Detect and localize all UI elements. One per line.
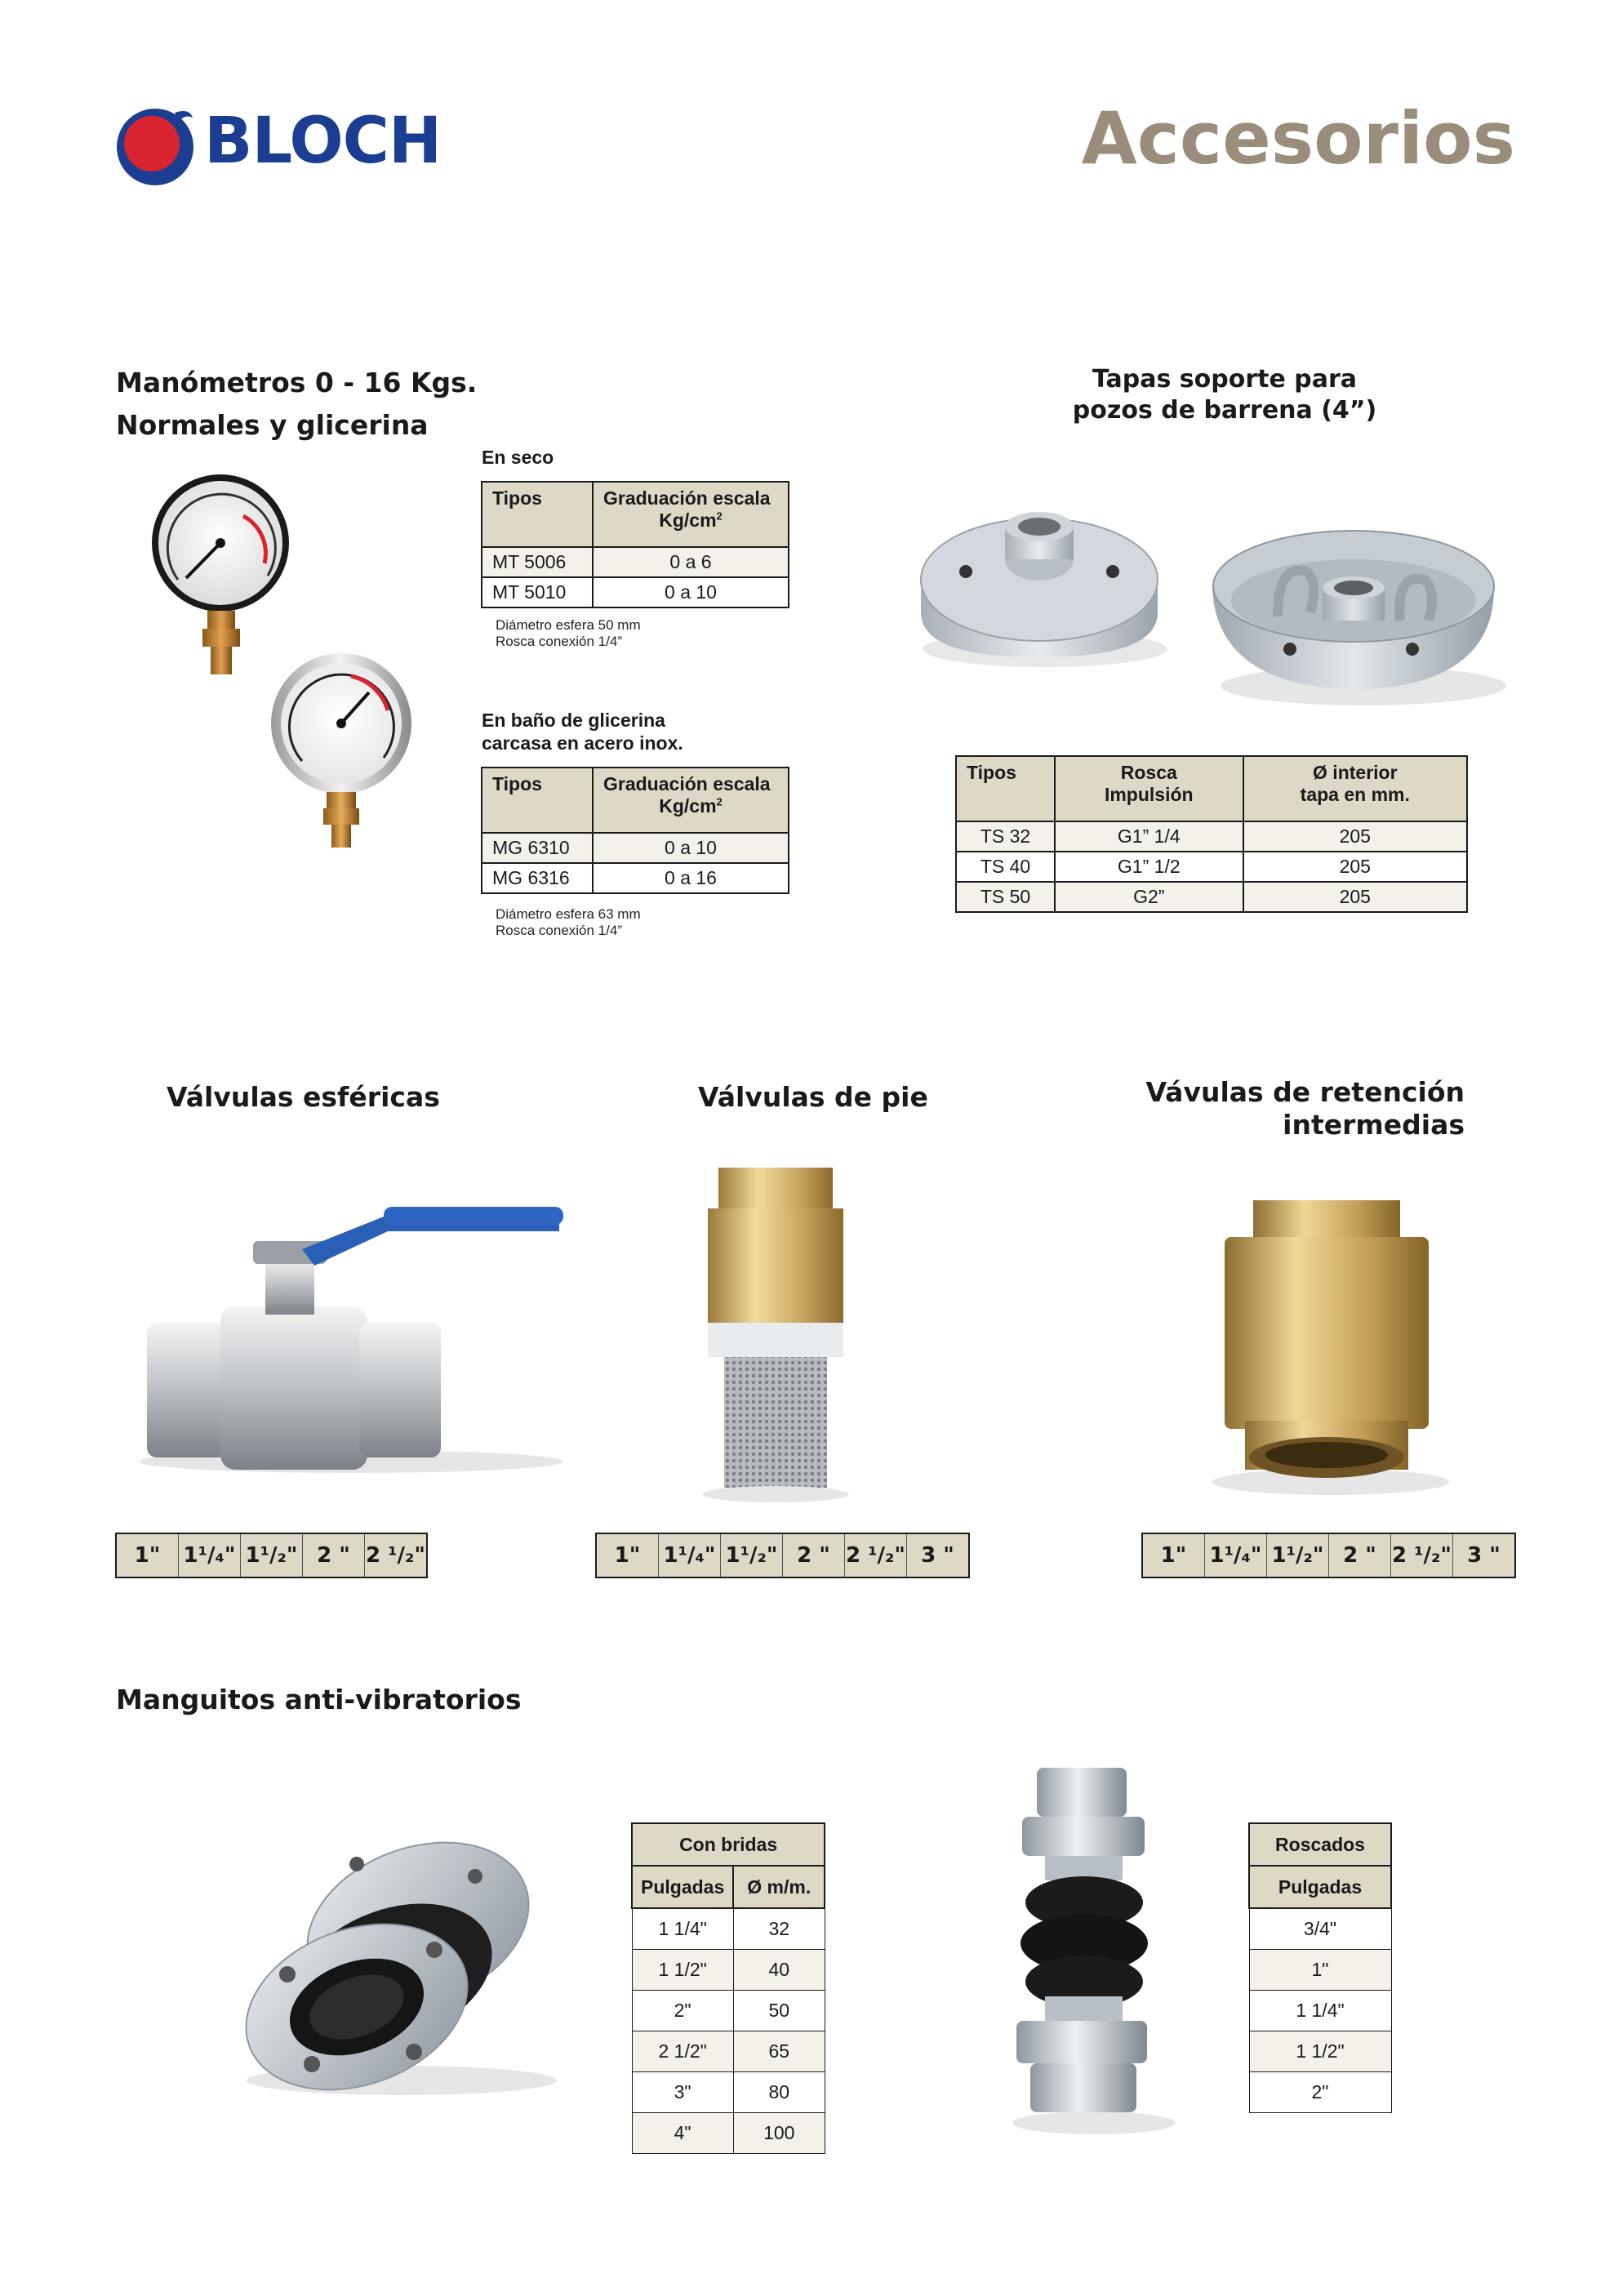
table-row: 2" bbox=[1248, 2071, 1392, 2113]
ball-valve-image bbox=[139, 1207, 563, 1473]
size-cell: 1" bbox=[597, 1534, 659, 1577]
bridas-col-pulgadas: Pulgadas bbox=[630, 1865, 735, 1909]
check-valve-image bbox=[1212, 1200, 1449, 1495]
size-cell: 1¹/₂" bbox=[721, 1534, 783, 1577]
table-row: 1" bbox=[1248, 1949, 1392, 1991]
glicerina-col-escala: Graduación escala Kg/cm2 bbox=[592, 767, 789, 834]
well-cap-closed-image bbox=[920, 512, 1167, 667]
table-row: MT 5010 0 a 10 bbox=[481, 576, 789, 608]
bridas-table: Con bridas Pulgadas Ø m/m. 1 1/4"32 1 1/… bbox=[630, 1822, 826, 2154]
size-cell: 1¹/₄" bbox=[1205, 1534, 1267, 1577]
seco-col-escala: Graduación escala Kg/cm2 bbox=[592, 481, 789, 548]
size-cell: 2 ¹/₂" bbox=[845, 1534, 907, 1577]
size-cell: 2 ¹/₂" bbox=[366, 1543, 425, 1568]
tapas-col-tipos: Tipos bbox=[955, 755, 1056, 822]
glicerina-col-tipos: Tipos bbox=[481, 767, 594, 834]
roscados-col-pulgadas: Pulgadas bbox=[1248, 1865, 1392, 1909]
pressure-gauge-dry-image bbox=[152, 474, 289, 674]
glicerina-table: Tipos Graduación escala Kg/cm2 MG 6310 0… bbox=[481, 767, 789, 894]
size-cell: 1¹/₂" bbox=[1267, 1534, 1329, 1577]
brand-logo: BLOCH bbox=[114, 105, 490, 186]
table-row: 4"100 bbox=[631, 2112, 825, 2154]
table-row: 1 1/2"40 bbox=[631, 1949, 825, 1991]
table-row: MT 5006 0 a 6 bbox=[481, 546, 789, 578]
threaded-rubber-joint-image bbox=[1012, 1768, 1176, 2134]
manometros-title: Manómetros 0 - 16 Kgs. Normales y glicer… bbox=[116, 362, 477, 447]
table-row: 2 1/2"65 bbox=[631, 2031, 825, 2072]
brand-name: BLOCH bbox=[204, 105, 442, 178]
manguitos-title: Manguitos anti-vibratorios bbox=[116, 1684, 522, 1715]
size-cell: 3 " bbox=[921, 1543, 954, 1568]
valvulas-esfericas-title: Válvulas esféricas bbox=[167, 1081, 440, 1113]
page-title: Accesorios bbox=[1081, 96, 1515, 180]
valvulas-retencion-sizes: 1" 1¹/₄" 1¹/₂" 2 " 2 ¹/₂" 3 " bbox=[1141, 1533, 1516, 1578]
valvulas-pie-sizes: 1" 1¹/₄" 1¹/₂" 2 " 2 ¹/₂" 3 " bbox=[595, 1533, 970, 1578]
glicerina-label: En baño de glicerina carcasa en acero in… bbox=[482, 710, 683, 754]
size-cell: 2 " bbox=[1329, 1534, 1391, 1577]
foot-valve-image bbox=[702, 1168, 849, 1502]
flanged-rubber-joint-image bbox=[245, 1841, 557, 2095]
table-row: 3"80 bbox=[631, 2071, 825, 2113]
size-cell: 2 ¹/₂" bbox=[1391, 1534, 1453, 1577]
size-cell: 1" bbox=[1143, 1534, 1205, 1577]
size-cell: 1¹/₄" bbox=[179, 1534, 241, 1577]
bridas-header: Con bridas bbox=[630, 1822, 826, 1867]
well-cap-open-image bbox=[1212, 530, 1506, 705]
size-cell: 1¹/₄" bbox=[659, 1534, 721, 1577]
table-row: MG 6316 0 a 16 bbox=[481, 862, 789, 894]
seco-notes: Diámetro esfera 50 mm Rosca conexión 1/4… bbox=[496, 617, 641, 649]
seco-label: En seco bbox=[482, 447, 554, 468]
table-row: 1 1/4"32 bbox=[631, 1907, 825, 1950]
tapas-title: Tapas soporte para pozos de barrena (4”) bbox=[1072, 365, 1377, 425]
table-row: 2"50 bbox=[631, 1990, 825, 2031]
size-cell: 1" bbox=[117, 1534, 179, 1577]
valvulas-pie-title: Válvulas de pie bbox=[698, 1081, 928, 1113]
size-cell: 3 " bbox=[1467, 1543, 1501, 1568]
manometros-title-line1: Manómetros 0 - 16 Kgs. bbox=[116, 367, 478, 398]
seco-col-tipos: Tipos bbox=[481, 481, 594, 548]
valvulas-esfericas-sizes: 1" 1¹/₄" 1¹/₂" 2 " 2 ¹/₂" bbox=[115, 1533, 428, 1578]
table-row: 1 1/2" bbox=[1248, 2031, 1392, 2072]
pressure-gauge-glycerin-image bbox=[271, 653, 411, 848]
seco-table: Tipos Graduación escala Kg/cm2 MT 5006 0… bbox=[481, 481, 789, 608]
bloch-logo-icon bbox=[117, 109, 193, 185]
size-cell: 2 " bbox=[783, 1534, 845, 1577]
roscados-header: Roscados bbox=[1248, 1822, 1392, 1867]
valvulas-retencion-title: Vávulas de retención intermedias bbox=[1145, 1076, 1465, 1141]
table-row: MG 6310 0 a 10 bbox=[481, 832, 789, 864]
roscados-table: Roscados Pulgadas 3/4" 1" 1 1/4" 1 1/2" … bbox=[1248, 1822, 1392, 2113]
manometros-title-line2: Normales y glicerina bbox=[116, 409, 429, 441]
table-row: 1 1/4" bbox=[1248, 1990, 1392, 2031]
bridas-col-mm: Ø m/m. bbox=[732, 1865, 826, 1909]
size-cell: 1¹/₂" bbox=[241, 1534, 303, 1577]
glicerina-notes: Diámetro esfera 63 mm Rosca conexión 1/4… bbox=[496, 906, 641, 938]
table-row: 3/4" bbox=[1248, 1907, 1392, 1950]
size-cell: 2 " bbox=[303, 1534, 365, 1577]
